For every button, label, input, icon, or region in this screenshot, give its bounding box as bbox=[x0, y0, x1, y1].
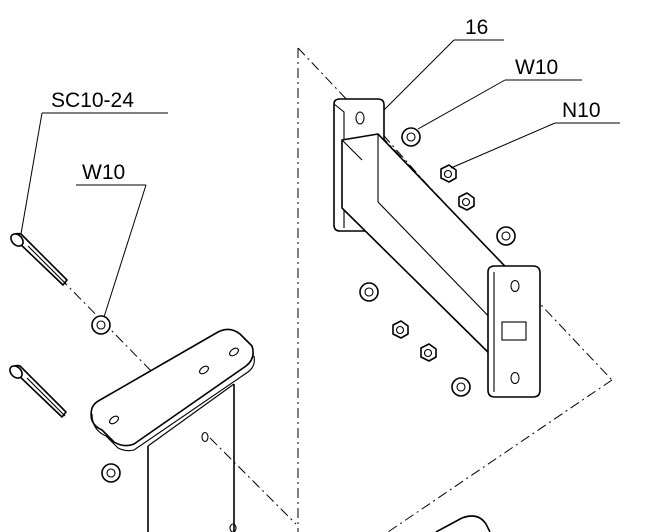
screw-icon-bottom bbox=[9, 364, 67, 418]
post-bracket bbox=[90, 328, 255, 532]
washer-icon-right-4 bbox=[451, 377, 471, 397]
bracket-16 bbox=[333, 98, 541, 398]
washer-icon-left-bottom bbox=[101, 463, 121, 483]
callout-w10-right: W10 bbox=[417, 56, 582, 130]
nut-icon-right-2 bbox=[458, 192, 475, 211]
callout-sc10-24: SC10-24 bbox=[20, 89, 168, 235]
partial-part-bottom bbox=[435, 515, 491, 532]
callout-n10: N10 bbox=[450, 99, 620, 169]
washer-icon-right-top bbox=[401, 127, 421, 147]
washer-icon-right-3 bbox=[359, 282, 379, 302]
callout-w10-left: W10 bbox=[76, 161, 147, 318]
washer-icon-left-top bbox=[91, 315, 111, 335]
washer-icon-right-2 bbox=[496, 226, 516, 246]
label-w10-left: W10 bbox=[82, 161, 125, 184]
nut-icon-right-4 bbox=[420, 343, 437, 362]
nut-icon-right-top bbox=[440, 164, 457, 183]
label-n10: N10 bbox=[562, 99, 601, 122]
label-w10-right: W10 bbox=[515, 56, 558, 79]
label-16: 16 bbox=[465, 16, 488, 39]
label-sc10-24: SC10-24 bbox=[51, 89, 134, 112]
callout-16: 16 bbox=[383, 16, 504, 111]
nut-icon-right-3 bbox=[392, 320, 409, 339]
screw-icon-top bbox=[10, 232, 68, 286]
